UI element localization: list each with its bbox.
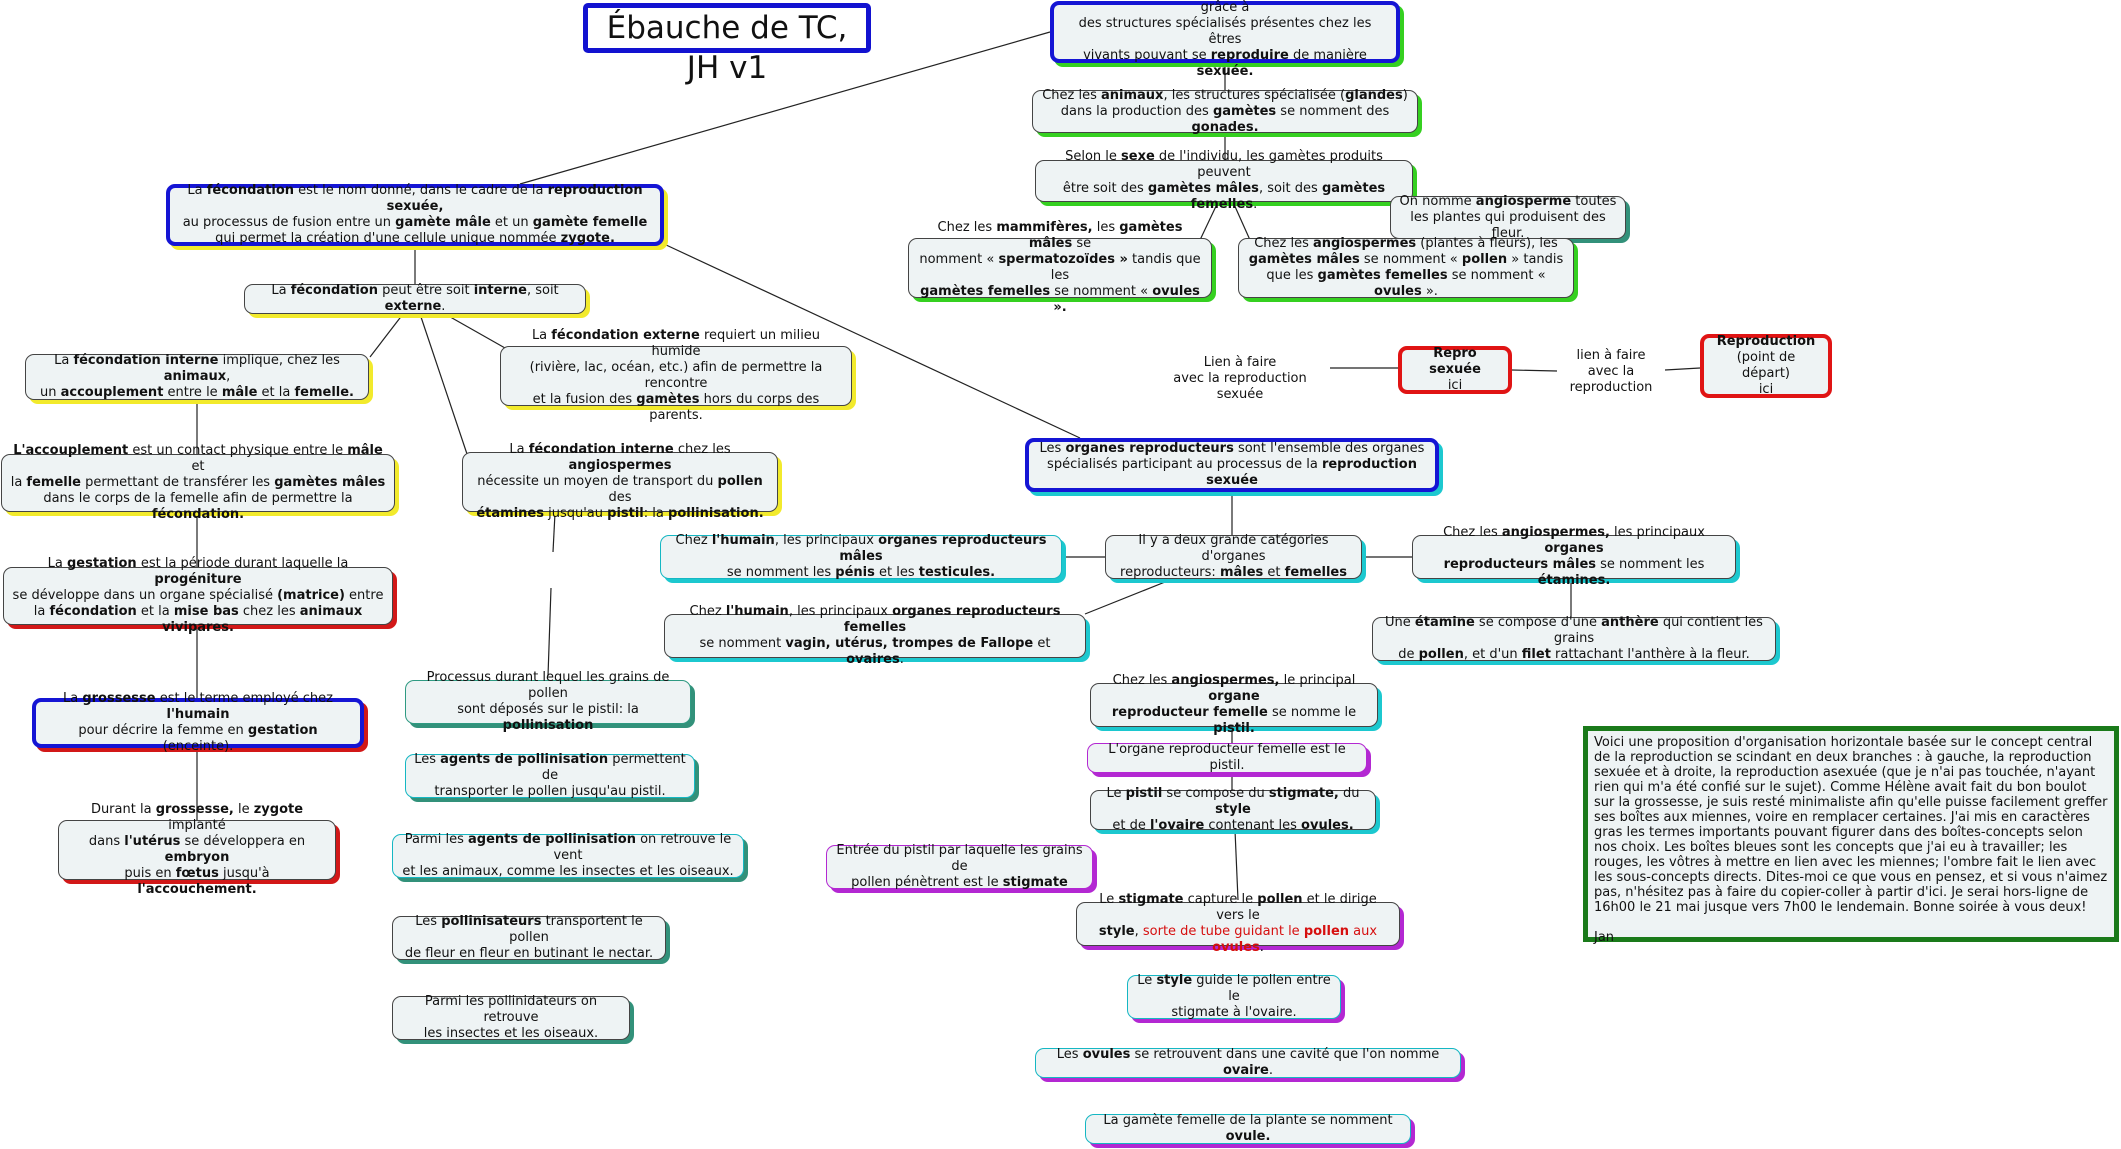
node-angiospermes-gametes-text: Chez les angiospermes (plantes à fleurs)… bbox=[1248, 236, 1564, 299]
node-grossesse[interactable]: La grossesse est le terme employé chez l… bbox=[32, 691, 364, 754]
node-pistil-composition[interactable]: Le pistil se compose du stigmate, du sty… bbox=[1090, 786, 1376, 833]
note-box: Voici une proposition d'organisation hor… bbox=[1583, 726, 2119, 945]
node-fecondation-types[interactable]: La fécondation peut être soit interne, s… bbox=[244, 283, 586, 314]
node-humain-organes-femelles[interactable]: Chez l'humain, les principaux organes re… bbox=[664, 604, 1086, 667]
node-stigmate[interactable]: Le stigmate capture le pollen et le diri… bbox=[1076, 892, 1400, 955]
node-entree-pistil-text: Entrée du pistil par laquelle les grains… bbox=[836, 843, 1083, 890]
node-fecondation-types-text: La fécondation peut être soit interne, s… bbox=[271, 283, 559, 314]
node-etamine[interactable]: Une étamine se compose d'une anthère qui… bbox=[1372, 615, 1776, 662]
node-gamete-femelle-plante[interactable]: La gamète femelle de la plante se nommen… bbox=[1085, 1113, 1411, 1144]
node-agents-vent-animaux-text: Parmi les agents de pollinisation on ret… bbox=[402, 832, 734, 879]
node-pollinisation-definition-text: Processus durant lequel les grains de po… bbox=[426, 670, 670, 733]
node-sexe-gametes-text: Selon le sexe de l'individu, les gamètes… bbox=[1062, 149, 1386, 212]
node-humain-organes-males[interactable]: Chez l'humain, les principaux organes re… bbox=[660, 533, 1062, 580]
node-gamete-femelle-plante-text: La gamète femelle de la plante se nommen… bbox=[1103, 1113, 1393, 1144]
node-gamete-definition-text: Un gamète est une cellule sexuelle produ… bbox=[1078, 0, 1372, 79]
node-reproduction[interactable]: Reproduction(point de départ)ici bbox=[1700, 334, 1832, 398]
node-mammiferes-gametes[interactable]: Chez les mammifères, les gamètes mâles s… bbox=[908, 220, 1212, 315]
node-angiospermes-organes-males-text: Chez les angiospermes, les principaux or… bbox=[1443, 525, 1705, 588]
node-angiospermes-organe-femelle[interactable]: Chez les angiospermes, le principal orga… bbox=[1090, 673, 1378, 736]
node-angiospermes-organes-males[interactable]: Chez les angiospermes, les principaux or… bbox=[1412, 525, 1736, 588]
node-accouplement-text: L'accouplement est un contact physique e… bbox=[10, 443, 386, 522]
node-ovules-ovaire[interactable]: Les ovules se retrouvent dans une cavité… bbox=[1035, 1047, 1461, 1078]
node-reproduction-text: Reproduction(point de départ)ici bbox=[1716, 334, 1816, 397]
node-stigmate-text: Le stigmate capture le pollen et le diri… bbox=[1098, 892, 1378, 955]
node-organes-reproducteurs[interactable]: Les organes reproducteurs sont l'ensembl… bbox=[1025, 438, 1439, 492]
node-pollinisation-definition[interactable]: Processus durant lequel les grains de po… bbox=[405, 670, 691, 733]
node-humain-organes-femelles-text: Chez l'humain, les principaux organes re… bbox=[689, 604, 1061, 667]
node-humain-organes-males-text: Chez l'humain, les principaux organes re… bbox=[675, 533, 1047, 580]
node-fecondation-interne-text: La fécondation interne implique, chez le… bbox=[40, 353, 354, 400]
node-grossesse-text: La grossesse est le terme employé chez l… bbox=[63, 691, 333, 754]
node-agents-pollinisation[interactable]: Les agents de pollinisation permettent d… bbox=[405, 752, 695, 799]
node-pollinisateurs[interactable]: Les pollinisateurs transportent le polle… bbox=[392, 914, 666, 961]
node-gestation[interactable]: La gestation est la période durant laque… bbox=[3, 556, 393, 635]
note-paragraph: Voici une proposition d'organisation hor… bbox=[1594, 735, 2108, 915]
node-agents-pollinisation-text: Les agents de pollinisation permettent d… bbox=[414, 752, 686, 799]
node-etamine-text: Une étamine se compose d'une anthère qui… bbox=[1385, 615, 1763, 662]
node-gamete-definition[interactable]: Un gamète est une cellule sexuelle produ… bbox=[1050, 0, 1400, 79]
node-entree-pistil[interactable]: Entrée du pistil par laquelle les grains… bbox=[826, 843, 1093, 890]
node-agents-vent-animaux[interactable]: Parmi les agents de pollinisation on ret… bbox=[392, 832, 744, 879]
node-pistil-composition-text: Le pistil se compose du stigmate, du sty… bbox=[1106, 786, 1360, 833]
node-gestation-text: La gestation est la période durant laque… bbox=[12, 556, 384, 635]
node-fecondation-interne-angiospermes-text: La fécondation interne chez les angiospe… bbox=[476, 442, 764, 521]
node-fecondation-definition[interactable]: La fécondation est le nom donné, dans le… bbox=[166, 183, 664, 246]
node-fecondation-externe-text: La fécondation externe requiert un milie… bbox=[529, 328, 823, 423]
node-fecondation-externe[interactable]: La fécondation externe requiert un milie… bbox=[500, 328, 852, 423]
node-organe-femelle-pistil[interactable]: L'organe reproducteur femelle est le pis… bbox=[1087, 742, 1367, 773]
node-fecondation-definition-text: La fécondation est le nom donné, dans le… bbox=[182, 183, 648, 246]
node-fecondation-interne-angiospermes[interactable]: La fécondation interne chez les angiospe… bbox=[462, 442, 778, 521]
note-signature: Jan bbox=[1594, 930, 1615, 945]
node-pollinisateurs-text: Les pollinisateurs transportent le polle… bbox=[404, 914, 654, 961]
node-ovules-ovaire-text: Les ovules se retrouvent dans une cavité… bbox=[1056, 1047, 1440, 1078]
node-accouplement[interactable]: L'accouplement est un contact physique e… bbox=[1, 443, 395, 522]
node-gonades-text: Chez les animaux, les structures spécial… bbox=[1042, 87, 1408, 135]
node-gonades[interactable]: Chez les animaux, les structures spécial… bbox=[1032, 87, 1418, 135]
node-fecondation-interne[interactable]: La fécondation interne implique, chez le… bbox=[25, 353, 369, 400]
node-angiospermes-gametes[interactable]: Chez les angiospermes (plantes à fleurs)… bbox=[1238, 236, 1574, 299]
node-angiospermes-organe-femelle-text: Chez les angiospermes, le principal orga… bbox=[1111, 673, 1357, 736]
node-mammiferes-gametes-text: Chez les mammifères, les gamètes mâles s… bbox=[919, 220, 1201, 315]
node-organes-reproducteurs-text: Les organes reproducteurs sont l'ensembl… bbox=[1039, 441, 1425, 488]
node-sexe-gametes[interactable]: Selon le sexe de l'individu, les gamètes… bbox=[1035, 149, 1413, 212]
node-organe-femelle-pistil-text: L'organe reproducteur femelle est le pis… bbox=[1108, 742, 1346, 773]
page-title: Ébauche de TC, JH v1 bbox=[583, 3, 871, 86]
